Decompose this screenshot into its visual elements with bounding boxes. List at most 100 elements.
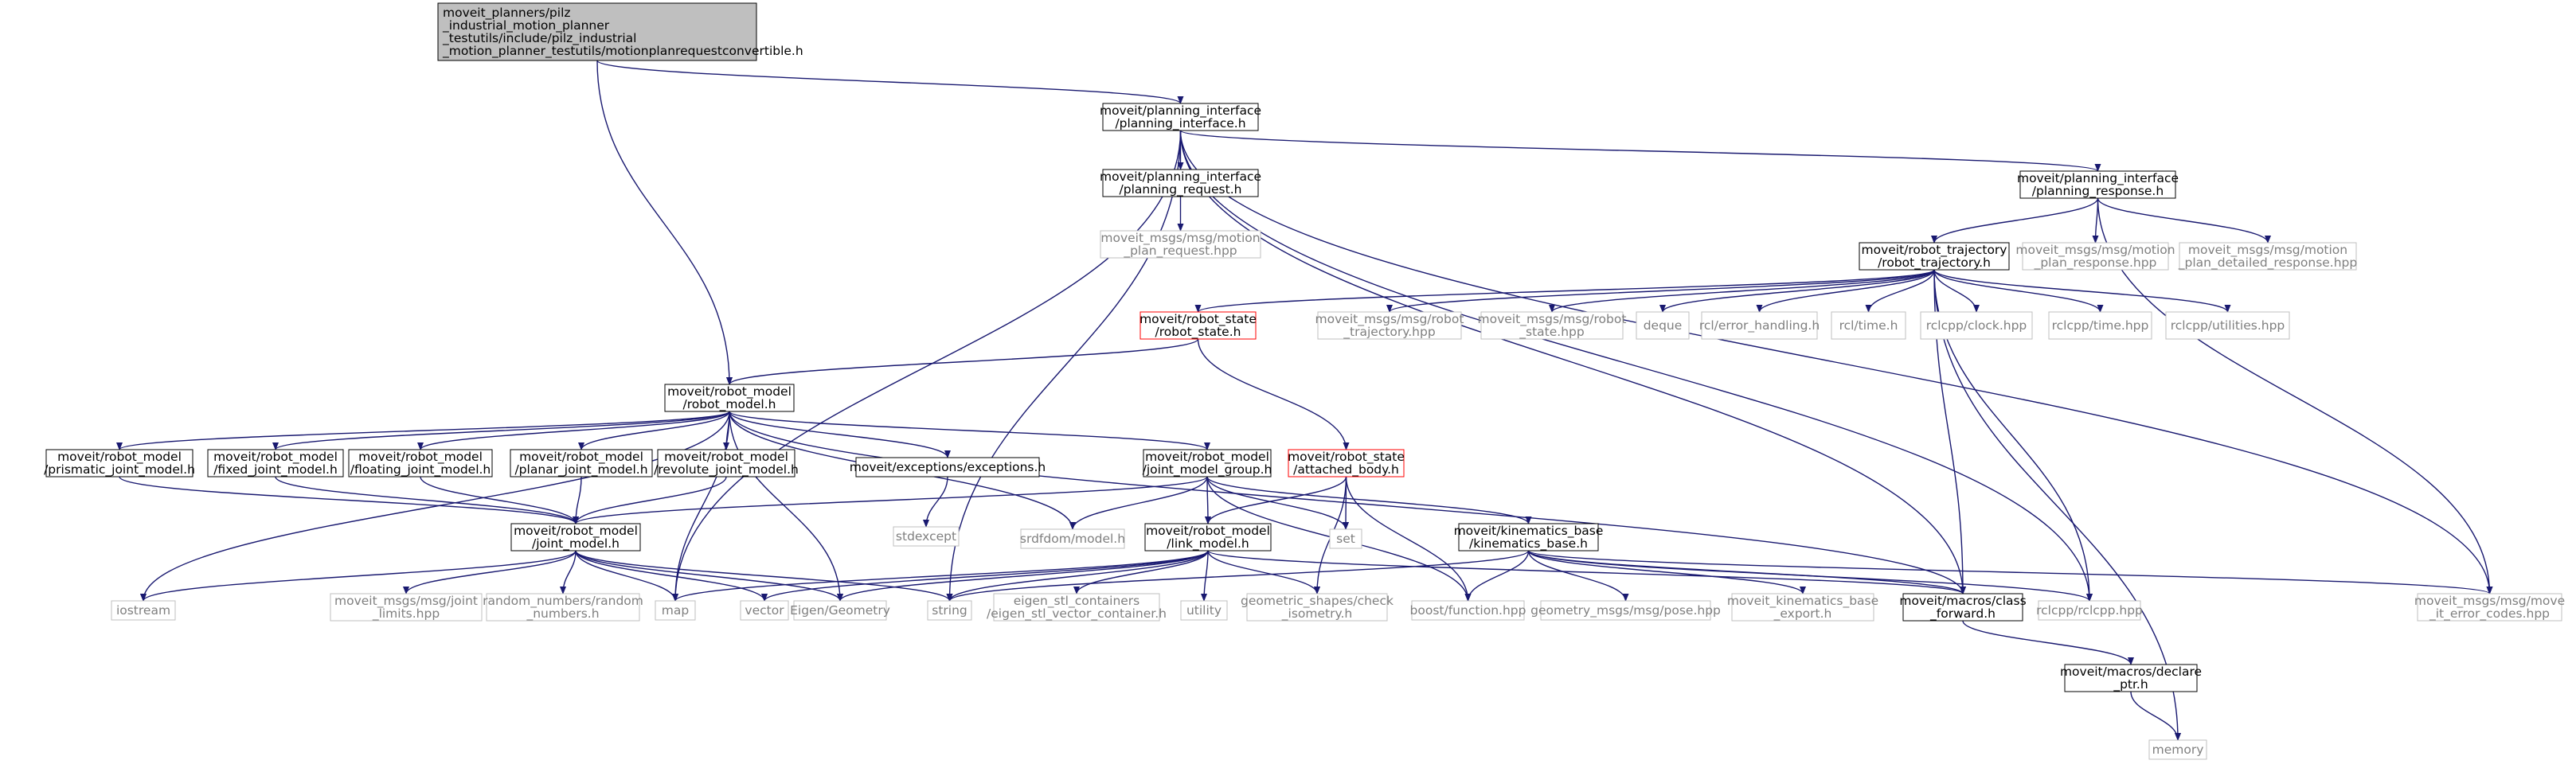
graph-node-rcltimehpp: rclcpp/time.hpp [2048, 311, 2152, 340]
graph-node-clock: rclcpp/clock.hpp [1920, 311, 2033, 340]
edge-rm-to-iostream [140, 411, 730, 602]
node-label-line: moveit/robot_model [664, 450, 788, 465]
node-label-line: /link_model.h [1167, 536, 1249, 552]
graph-node-rsmsg: moveit_msgs/msg/robot_state.hpp [1478, 311, 1626, 340]
node-label-line: moveit/kinematics_base [1454, 524, 1604, 539]
node-label-line: /planning_response.h [2032, 184, 2164, 199]
node-label-line: moveit_msgs/msg/motion [1100, 231, 1260, 246]
edge-presp-to-mpdresp [2097, 197, 2271, 244]
graph-node-jm[interactable]: moveit/robot_model/joint_model.h [510, 523, 641, 552]
edge-rm-to-prism [116, 411, 730, 450]
node-label-line: deque [1644, 318, 1683, 333]
node-label-line: /eigen_stl_vector_container.h [987, 606, 1167, 622]
node-box [657, 449, 795, 477]
edge-lm-to-vector [761, 550, 1209, 602]
node-label-line: moveit/planning_interface [1100, 103, 1261, 119]
graph-node-rclcpp: rclcpp/rclcpp.hpp [2036, 600, 2143, 621]
node-label-line: _numbers.h [526, 606, 599, 622]
graph-node-planar[interactable]: moveit/robot_model/planar_joint_model.h [510, 449, 653, 477]
graph-node-fixed[interactable]: moveit/robot_model/fixed_joint_model.h [207, 449, 344, 477]
node-box [655, 600, 696, 621]
node-label-line: moveit/planning_interface [2017, 171, 2179, 186]
node-label-line: eigen_stl_containers [1014, 594, 1140, 609]
node-label-line: /floating_joint_model.h [350, 462, 491, 477]
edge-kb-to-string [946, 550, 1530, 602]
edge-rs-to-ab [1197, 338, 1350, 450]
node-label-line: moveit/exceptions/exceptions.h [850, 460, 1046, 474]
graph-node-geoshapes: geometric_shapes/check_isometry.h [1241, 593, 1394, 622]
edge-kb-to-errcodes [1527, 550, 2493, 594]
node-box [1102, 103, 1259, 131]
graph-node-jmg[interactable]: moveit/robot_model/joint_model_group.h [1143, 449, 1272, 477]
edge-pi-to-presp [1179, 130, 2101, 172]
node-box [1100, 230, 1261, 259]
node-label-line: moveit_msgs/msg/motion [2188, 243, 2347, 258]
node-label-line: _plan_response.hpp [2034, 255, 2157, 271]
graph-node-ab[interactable]: moveit/robot_state/attached_body.h [1288, 449, 1405, 477]
graph-node-kb[interactable]: moveit/kinematics_base/kinematics_base.h [1454, 523, 1604, 552]
graph-node-rs[interactable]: moveit/robot_state/robot_state.h [1139, 311, 1257, 340]
node-box [1480, 311, 1624, 340]
edge-jm-to-eigen [575, 550, 843, 602]
node-label-line: boost/function.hpp [1410, 603, 1526, 618]
graph-node-lm[interactable]: moveit/robot_model/link_model.h [1144, 523, 1272, 552]
node-box [1288, 449, 1405, 477]
graph-node-pi[interactable]: moveit/planning_interface/planning_inter… [1100, 103, 1261, 131]
graph-node-root[interactable]: moveit_planners/pilz_industrial_motion_p… [437, 2, 803, 61]
graph-node-rm[interactable]: moveit/robot_model/robot_model.h [664, 384, 795, 412]
edge-rm-to-planar [578, 411, 730, 450]
node-box [1317, 311, 1462, 340]
graph-node-declptr[interactable]: moveit/macros/declare_ptr.h [2060, 664, 2202, 692]
node-label-line: _export.h [1773, 606, 1832, 622]
edge-ab-to-boostfn [1345, 476, 1472, 602]
graph-node-rt[interactable]: moveit/robot_trajectory/robot_trajectory… [1859, 242, 2010, 271]
graph-node-preq[interactable]: moveit/planning_interface/planning_reque… [1100, 169, 1261, 197]
node-box [793, 600, 887, 621]
graph-node-revolute[interactable]: moveit/robot_model/revolute_joint_model.… [654, 449, 799, 477]
edge-kb-to-boostfn [1464, 550, 1530, 602]
node-label-line: utility [1186, 603, 1222, 618]
graph-node-classfwd[interactable]: moveit/macros/class_forward.h [1899, 593, 2027, 622]
node-box [1636, 311, 1690, 340]
edge-rt-to-rs [1194, 269, 1935, 313]
edge-rt-to-util [1933, 269, 2231, 313]
edge-lm-to-eigenstl [1073, 550, 1209, 594]
node-label-line: geometric_shapes/check [1241, 594, 1394, 609]
edge-ab-to-lm [1205, 476, 1347, 524]
node-label-line: _plan_detailed_response.hpp [2178, 255, 2358, 271]
edge-declptr-to-memory [2130, 691, 2181, 741]
graph-node-eigen: Eigen/Geometry [790, 600, 890, 621]
node-label-line: _testutils/include/pilz_industrial [442, 31, 636, 46]
node-label-line: rcl/error_handling.h [1699, 318, 1820, 333]
node-label-line: moveit/robot_model [57, 450, 182, 465]
edge-rt-to-rsmsg [1549, 269, 1935, 313]
node-box [2179, 242, 2357, 271]
node-box [2417, 593, 2562, 622]
graph-node-floating[interactable]: moveit/robot_model/floating_joint_model.… [348, 449, 493, 477]
node-label-line: /revolute_joint_model.h [654, 462, 799, 477]
node-label-line: rclcpp/rclcpp.hpp [2036, 603, 2143, 618]
node-box [2148, 739, 2207, 760]
node-label-line: moveit/robot_model [514, 524, 638, 539]
graph-node-presp[interactable]: moveit/planning_interface/planning_respo… [2017, 170, 2179, 199]
edge-jm-to-jlimits [403, 550, 577, 594]
edge-rm-to-exc [729, 411, 951, 458]
node-label-line: /planar_joint_model.h [514, 462, 647, 477]
graph-node-prism[interactable]: moveit/robot_model/prismatic_joint_model… [44, 449, 195, 477]
node-label-line: /robot_model.h [683, 397, 776, 412]
node-box [993, 593, 1160, 622]
node-label-line: _limits.hpp [372, 606, 440, 622]
node-box [45, 449, 193, 477]
node-label-line: vector [745, 603, 784, 618]
node-box [111, 600, 176, 621]
edge-classfwd-to-declptr [1962, 620, 2134, 665]
edge-pi-to-map [672, 130, 1182, 602]
node-label-line: /fixed_joint_model.h [213, 462, 338, 477]
node-box [2165, 311, 2290, 340]
graph-node-exc[interactable]: moveit/exceptions/exceptions.h [850, 457, 1046, 477]
node-box [893, 526, 960, 547]
node-label-line: /robot_state.h [1155, 325, 1241, 340]
edge-rt-to-clock [1933, 269, 1980, 313]
node-box [1831, 311, 1906, 340]
